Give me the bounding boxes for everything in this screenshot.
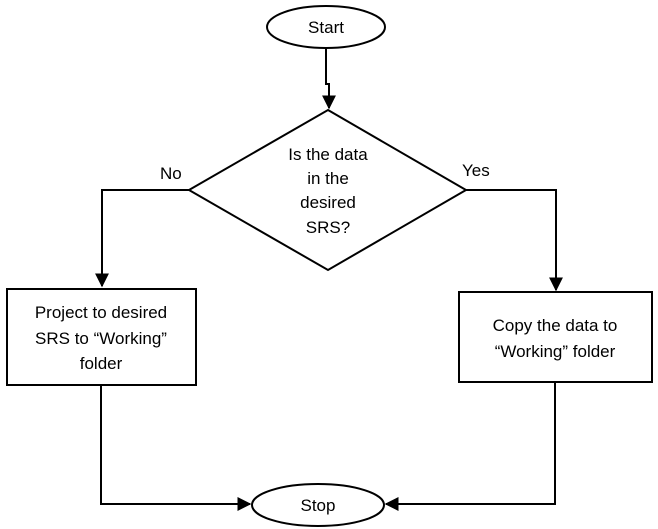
- copy-line-2: “Working” folder: [495, 342, 616, 361]
- copy-process-node: Copy the data to “Working” folder: [458, 291, 653, 383]
- decision-line-1: Is the data: [288, 145, 368, 164]
- project-process-node: Project to desired SRS to “Working” fold…: [6, 288, 197, 386]
- decision-node: Is the data in the desired SRS?: [186, 108, 468, 272]
- decision-line-4: SRS?: [306, 218, 350, 237]
- project-line-1: Project to desired: [35, 303, 167, 322]
- connector-yes-branch: [466, 189, 563, 292]
- stop-node: Stop: [251, 483, 385, 527]
- connector-no-branch: [95, 189, 189, 288]
- start-label: Start: [308, 18, 344, 37]
- start-node: Start: [266, 5, 386, 49]
- decision-diamond: [186, 108, 468, 272]
- copy-box: [458, 291, 653, 383]
- copy-line-1: Copy the data to: [493, 316, 618, 335]
- decision-line-3: desired: [300, 193, 356, 212]
- project-box: [6, 288, 197, 386]
- stop-ellipse: [251, 483, 385, 527]
- stop-label: Stop: [301, 496, 336, 515]
- project-line-2: SRS to “Working”: [35, 329, 167, 348]
- connector-start-to-decision: [322, 48, 336, 110]
- branch-yes-label: Yes: [462, 161, 490, 180]
- decision-line-2: in the: [307, 169, 349, 188]
- connector-copy-to-stop: [384, 382, 556, 511]
- branch-no-label: No: [160, 164, 182, 183]
- project-line-3: folder: [80, 354, 123, 373]
- connector-project-to-stop: [100, 385, 252, 511]
